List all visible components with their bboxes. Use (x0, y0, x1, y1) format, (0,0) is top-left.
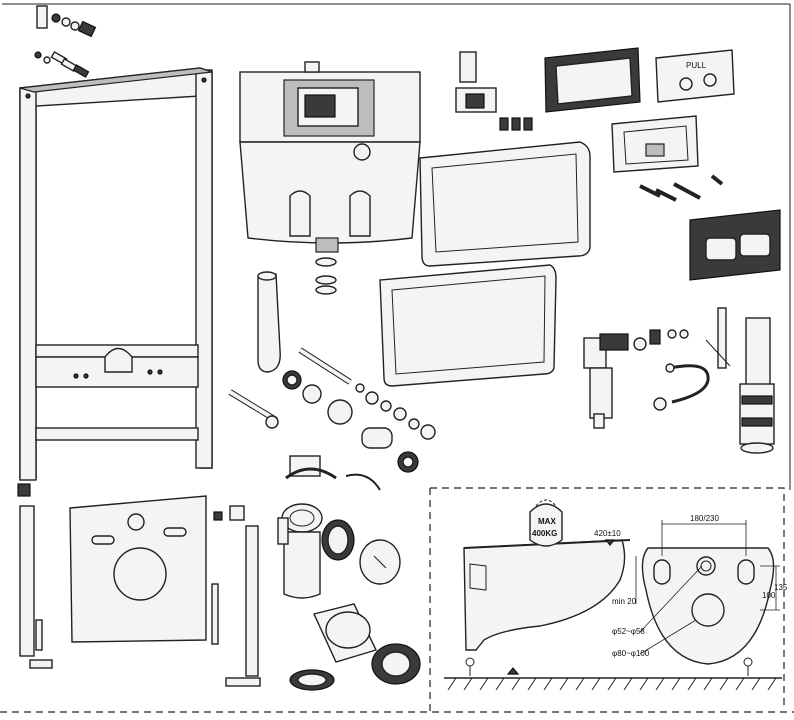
outlet-pipe (289, 603, 421, 691)
inlet-connector (361, 427, 419, 473)
bolt-spacing-label: 180/230 (690, 514, 719, 523)
button-plate-text: PULL (686, 61, 707, 70)
load-badge-line2: 400KG (532, 529, 557, 538)
fill-valve (583, 329, 689, 429)
height-dimension-label: 420±10 (594, 529, 621, 538)
button-bracket (611, 115, 699, 173)
flush-pipe (257, 271, 353, 425)
sound-insulation-pad (69, 495, 207, 643)
toilet-side-view (463, 539, 637, 651)
load-badge-line1: MAX (538, 517, 556, 526)
flush-button-panel[interactable] (689, 209, 781, 281)
floor-hatch (444, 657, 782, 691)
floor-foot-right (211, 505, 261, 687)
button-screws (639, 174, 724, 202)
dist-135-label: 135 (774, 583, 788, 592)
cistern-cover (419, 141, 591, 267)
flush-valve (705, 307, 775, 454)
toilet-bottom-view (639, 520, 780, 665)
button-mount-plate: PULL (655, 49, 735, 103)
dimension-detail-box (0, 487, 794, 713)
threaded-rods (228, 347, 436, 440)
outlet-diameter-label: φ80~φ100 (612, 649, 650, 658)
supply-hose (653, 363, 710, 411)
min-offset-label: min 20 (612, 597, 637, 606)
lower-cover (379, 264, 557, 387)
cistern-tank (239, 61, 421, 295)
floor-foot-left (17, 483, 53, 669)
button-frame-dark (544, 47, 641, 113)
steel-frame (19, 67, 213, 481)
height-marker (604, 539, 616, 546)
dist-100-label: 100 (762, 591, 776, 600)
drain-elbow (277, 455, 401, 599)
load-badge: MAX 400KG (529, 499, 563, 547)
flush-actuator-parts (455, 51, 533, 131)
screw-set-top (34, 5, 97, 78)
inlet-diameter-label: φ52~φ58 (612, 627, 645, 636)
